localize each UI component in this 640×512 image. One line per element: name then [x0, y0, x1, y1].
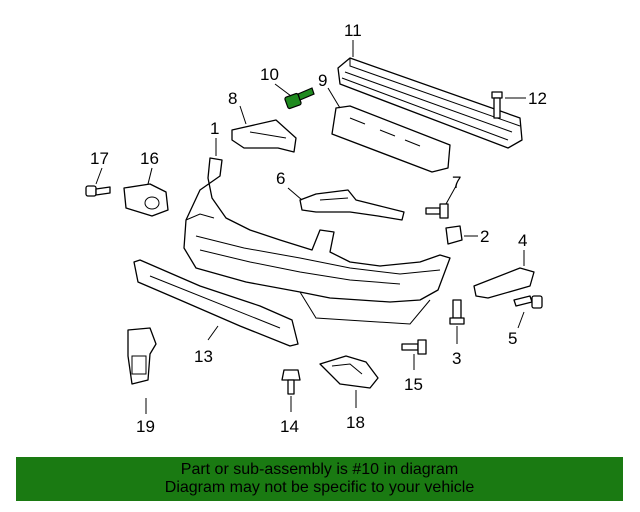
leader-10	[274, 83, 292, 97]
callout-12: 12	[528, 89, 547, 108]
info-banner: Part or sub-assembly is #10 in diagram D…	[16, 457, 623, 501]
leader-8	[239, 105, 247, 125]
part-1-bumper-cover	[183, 157, 451, 325]
callout-2: 2	[480, 227, 489, 246]
part-11-reinforcement-beam	[337, 57, 523, 149]
banner-line-2: Diagram may not be specific to your vehi…	[164, 479, 475, 496]
callout-8: 8	[228, 89, 237, 108]
callout-4: 4	[518, 231, 527, 250]
leader-6	[287, 187, 303, 201]
callout-5: 5	[508, 329, 517, 348]
part-2-clip	[445, 225, 463, 245]
callout-11: 11	[344, 21, 362, 40]
part-3-screw	[449, 299, 465, 325]
leader-16	[147, 167, 153, 185]
callout-1: 1	[210, 119, 219, 138]
part-14-push-clip	[281, 369, 301, 395]
callout-18: 18	[346, 413, 365, 432]
part-5-bolt	[513, 295, 543, 309]
part-12-bolt	[491, 91, 503, 119]
leader-5	[517, 311, 525, 329]
callout-10: 10	[260, 65, 279, 84]
leader-9	[327, 87, 341, 109]
part-6-trim	[299, 189, 405, 221]
part-7-bolt	[425, 203, 449, 219]
part-15-bolt	[401, 339, 427, 355]
parts-diagram: 11 12 9 10 8 1 6	[85, 21, 547, 436]
leader-13	[207, 325, 219, 341]
callout-15: 15	[404, 375, 423, 394]
part-4-side-bracket	[473, 267, 535, 299]
callout-9: 9	[318, 71, 327, 90]
callout-13: 13	[194, 347, 213, 366]
callout-19: 19	[136, 417, 155, 436]
callout-14: 14	[280, 417, 299, 436]
callout-17: 17	[90, 149, 109, 168]
part-10-screw-highlighted	[284, 87, 315, 110]
callout-3: 3	[452, 349, 461, 368]
callout-16: 16	[140, 149, 159, 168]
part-13-lower-valance	[133, 259, 299, 347]
leader-17	[95, 167, 103, 185]
banner-line-1: Part or sub-assembly is #10 in diagram	[180, 461, 459, 478]
part-19-sensor	[127, 327, 157, 385]
callout-7: 7	[452, 173, 461, 192]
callout-6: 6	[276, 169, 285, 188]
leader-7	[445, 185, 457, 205]
part-9-absorber	[331, 105, 451, 173]
part-18-bezel	[319, 355, 379, 389]
part-16-fog-lamp	[123, 183, 169, 217]
part-17-bolt	[85, 185, 111, 197]
part-8-bracket	[231, 119, 297, 153]
